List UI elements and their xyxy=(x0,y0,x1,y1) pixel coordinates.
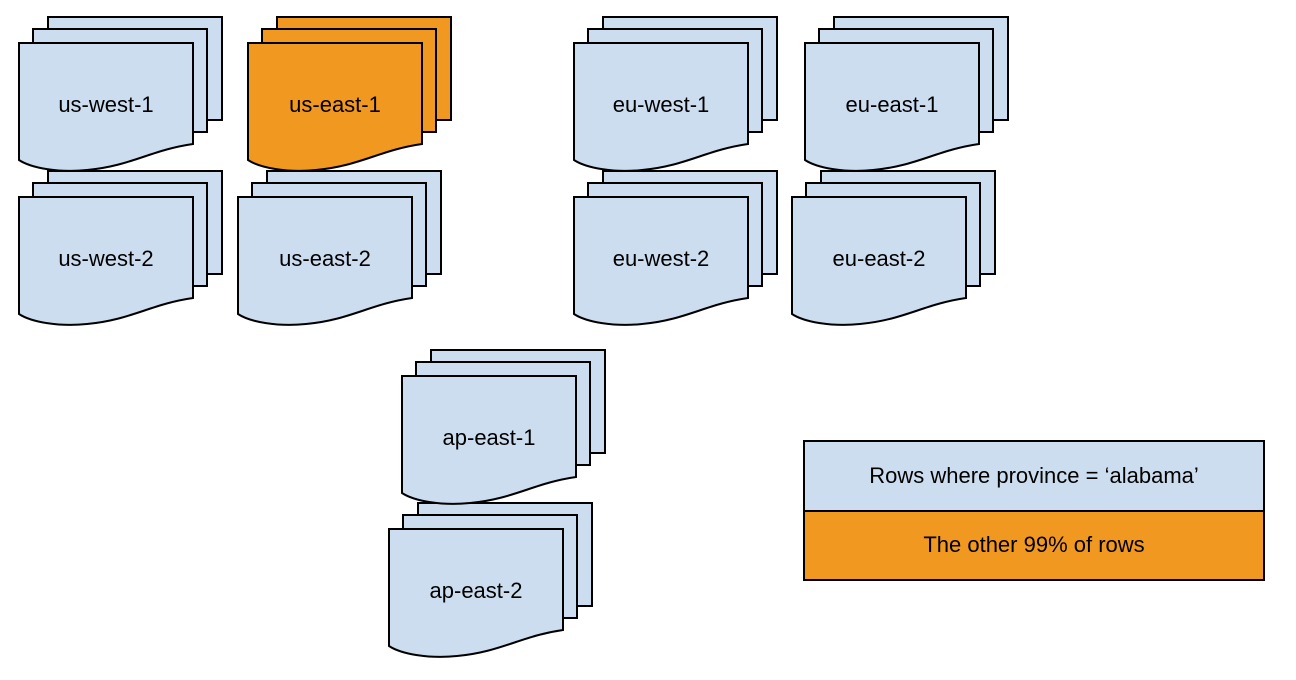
region-label: eu-east-2 xyxy=(833,246,926,271)
document-stack-icon: eu-west-2 xyxy=(573,170,778,326)
region-label: us-west-2 xyxy=(58,246,153,271)
document-stack-icon: us-east-1 xyxy=(247,16,452,172)
stack-front-document xyxy=(804,42,980,172)
legend-item-other-rows-label: The other 99% of rows xyxy=(923,532,1145,558)
region-stack-us-west-1: us-west-1 xyxy=(18,16,224,173)
document-stack-icon: ap-east-2 xyxy=(388,502,593,658)
region-label: ap-east-2 xyxy=(430,578,523,603)
document-stack-icon: eu-east-2 xyxy=(791,170,996,326)
stack-front-document xyxy=(401,375,577,505)
stack-front-document xyxy=(573,42,749,172)
region-label: eu-west-1 xyxy=(613,92,710,117)
legend-item-alabama-rows: Rows where province = ‘alabama’ xyxy=(805,442,1263,510)
region-stack-eu-east-2: eu-east-2 xyxy=(791,170,997,327)
region-label: ap-east-1 xyxy=(443,425,536,450)
region-stack-eu-west-2: eu-west-2 xyxy=(573,170,779,327)
document-stack-icon: ap-east-1 xyxy=(401,349,606,505)
region-stack-eu-west-1: eu-west-1 xyxy=(573,16,779,173)
stack-front-document xyxy=(18,42,194,172)
legend: Rows where province = ‘alabama’ The othe… xyxy=(803,440,1265,581)
legend-item-other-rows: The other 99% of rows xyxy=(805,509,1263,579)
stack-front-document xyxy=(573,196,749,326)
legend-item-alabama-rows-label: Rows where province = ‘alabama’ xyxy=(869,462,1199,488)
stack-front-document xyxy=(237,196,413,326)
region-stack-ap-east-2: ap-east-2 xyxy=(388,502,594,659)
region-stack-ap-east-1: ap-east-1 xyxy=(401,349,607,506)
stack-front-document xyxy=(18,196,194,326)
region-stack-eu-east-1: eu-east-1 xyxy=(804,16,1010,173)
region-label: eu-west-2 xyxy=(613,246,710,271)
region-label: us-east-1 xyxy=(289,92,381,117)
document-stack-icon: us-east-2 xyxy=(237,170,442,326)
region-label: us-east-2 xyxy=(279,246,371,271)
region-label: us-west-1 xyxy=(58,92,153,117)
region-stack-us-east-2: us-east-2 xyxy=(237,170,443,327)
region-stack-us-east-1: us-east-1 xyxy=(247,16,453,173)
stack-front-document xyxy=(388,528,564,658)
document-stack-icon: eu-east-1 xyxy=(804,16,1009,172)
stack-front-document xyxy=(791,196,967,326)
document-stack-icon: us-west-2 xyxy=(18,170,223,326)
region-stack-us-west-2: us-west-2 xyxy=(18,170,224,327)
document-stack-icon: eu-west-1 xyxy=(573,16,778,172)
region-label: eu-east-1 xyxy=(846,92,939,117)
stack-front-document xyxy=(247,42,423,172)
document-stack-icon: us-west-1 xyxy=(18,16,223,172)
